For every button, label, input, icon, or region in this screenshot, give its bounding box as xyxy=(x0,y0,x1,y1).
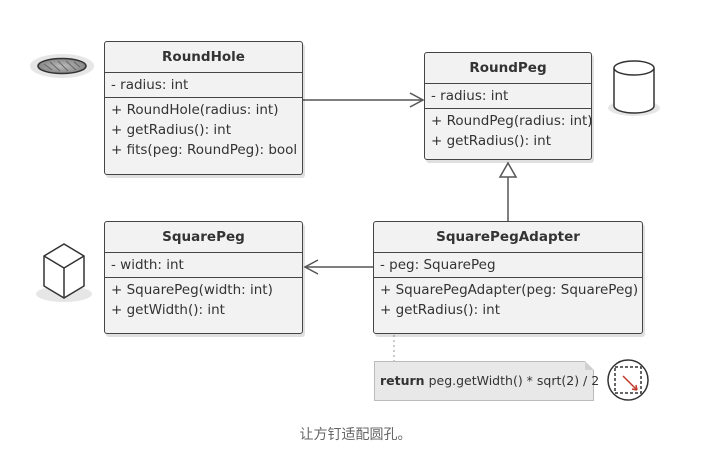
method: + RoundPeg(radius: int) xyxy=(431,113,593,129)
code-note: return peg.getWidth() * sqrt(2) / 2 xyxy=(374,361,599,401)
fields-section: - radius: int xyxy=(105,73,302,98)
field: - peg: SquarePeg xyxy=(380,257,496,273)
class-name: RoundPeg xyxy=(425,53,591,84)
class-roundhole: RoundHole - radius: int + RoundHole(radi… xyxy=(104,41,303,175)
square-in-circle-icon xyxy=(607,359,649,401)
method: + getRadius(): int xyxy=(380,302,501,318)
note-keyword: return xyxy=(380,373,425,388)
association-arrow-roundhole-roundpeg xyxy=(303,92,425,108)
class-name: RoundHole xyxy=(105,42,302,73)
class-roundpeg: RoundPeg - radius: int + RoundPeg(radius… xyxy=(424,52,593,160)
cylinder-icon xyxy=(608,60,660,116)
note-fold xyxy=(585,361,594,370)
methods-section: + RoundHole(radius: int) + getRadius(): … xyxy=(105,98,302,162)
field: - width: int xyxy=(111,257,184,273)
method: + SquarePegAdapter(peg: SquarePeg) xyxy=(380,282,639,298)
field: - radius: int xyxy=(431,88,509,104)
round-hole-icon xyxy=(30,54,94,78)
method: + getRadius(): int xyxy=(431,133,552,149)
method: + getWidth(): int xyxy=(111,302,225,318)
method: + SquarePeg(width: int) xyxy=(111,282,273,298)
class-name: SquarePegAdapter xyxy=(374,222,642,253)
method: + fits(peg: RoundPeg): bool xyxy=(111,142,298,158)
fields-section: - width: int xyxy=(105,253,302,278)
fields-section: - radius: int xyxy=(425,84,591,109)
methods-section: + RoundPeg(radius: int) + getRadius(): i… xyxy=(425,109,593,153)
diagram-caption: 让方钉适配圆孔。 xyxy=(299,427,412,443)
method: + getRadius(): int xyxy=(111,122,232,138)
class-name: SquarePeg xyxy=(105,222,302,253)
note-code: peg.getWidth() * sqrt(2) / 2 xyxy=(424,373,600,388)
methods-section: + SquarePegAdapter(peg: SquarePeg) + get… xyxy=(374,278,642,322)
field: - radius: int xyxy=(111,77,189,93)
methods-section: + SquarePeg(width: int) + getWidth(): in… xyxy=(105,278,302,322)
class-squarepeg: SquarePeg - width: int + SquarePeg(width… xyxy=(104,221,303,334)
fields-section: - peg: SquarePeg xyxy=(374,253,642,278)
cube-icon xyxy=(36,243,92,302)
inheritance-arrow-adapter-roundpeg xyxy=(498,161,518,221)
class-squarepegadapter: SquarePegAdapter - peg: SquarePeg + Squa… xyxy=(373,221,643,334)
method: + RoundHole(radius: int) xyxy=(111,102,279,118)
association-arrow-adapter-squarepeg xyxy=(303,259,373,275)
